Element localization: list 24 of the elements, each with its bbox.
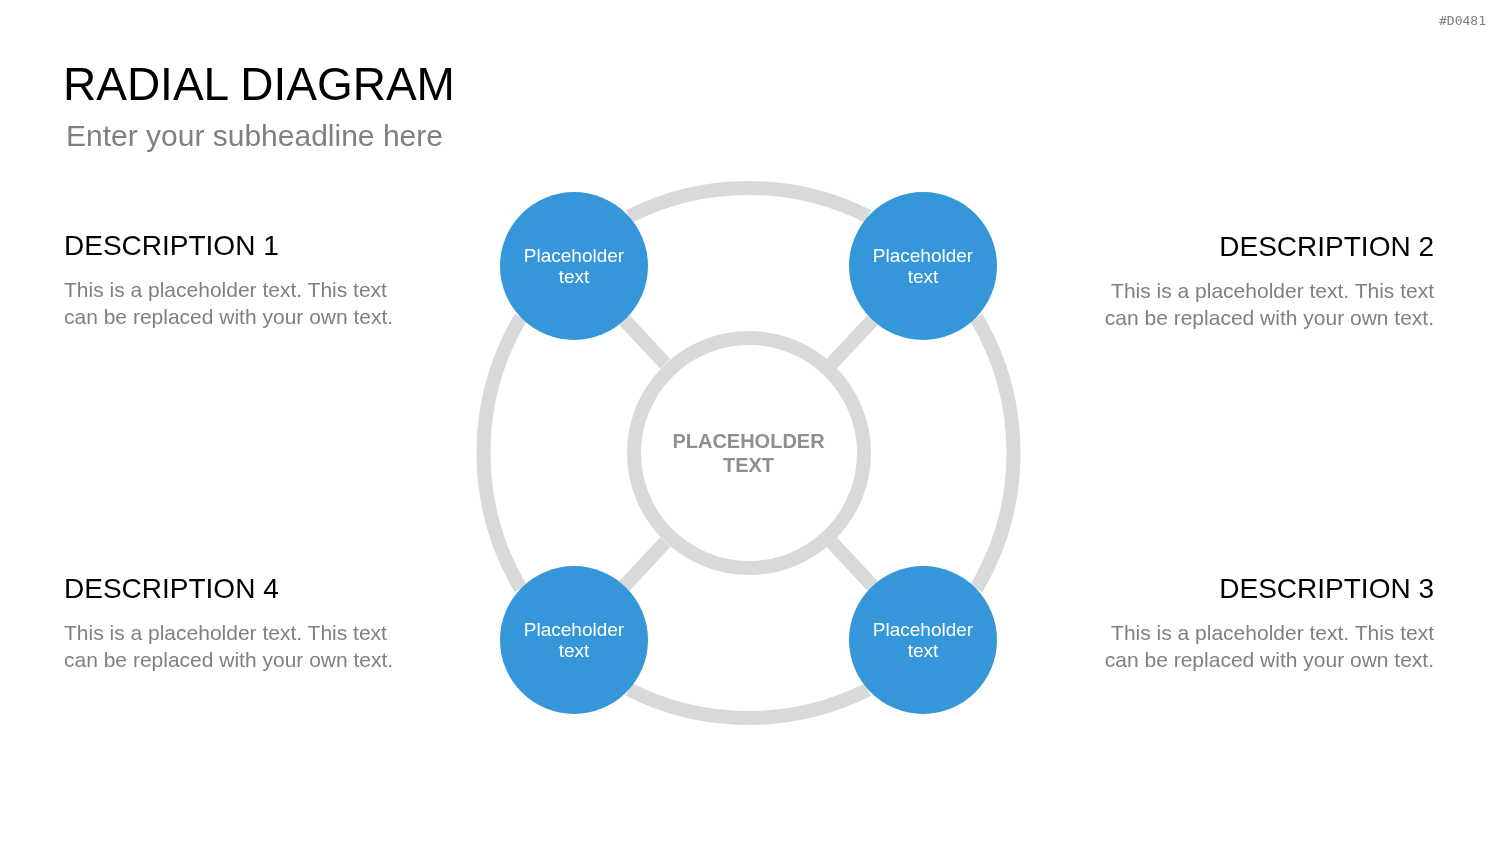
description-heading: DESCRIPTION 4 [64,572,279,606]
node-label: Placeholder text [871,619,975,661]
description-heading: DESCRIPTION 3 [1219,572,1434,606]
node-label: Placeholder text [871,245,975,287]
description-text: This is a placeholder text. This text can be replaced with your own text. [1103,278,1434,331]
ring-arc [970,314,1021,592]
connector-line [826,537,878,591]
slide-title: RADIAL DIAGRAM [63,57,455,112]
node-label: Placeholder text [522,619,626,661]
description-text: This is a placeholder text. This text can be replaced with your own text. [1103,620,1434,673]
slide-code: #D0481 [1439,12,1486,30]
description-heading: DESCRIPTION 2 [1219,230,1434,264]
ring-arc [476,314,527,592]
subheadline: Enter your subheadline here [66,118,443,154]
connector-line [619,537,671,591]
ring-arc [626,683,871,725]
description-text: This is a placeholder text. This text can be replaced with your own text. [64,277,395,330]
connector-line [619,315,671,369]
hub-label: PLACEHOLDER TEXT [671,429,826,477]
ring-arc [626,181,871,223]
description-heading: DESCRIPTION 1 [64,229,279,263]
description-text: This is a placeholder text. This text can be replaced with your own text. [64,620,395,673]
node-label: Placeholder text [522,245,626,287]
connector-line [826,315,878,369]
